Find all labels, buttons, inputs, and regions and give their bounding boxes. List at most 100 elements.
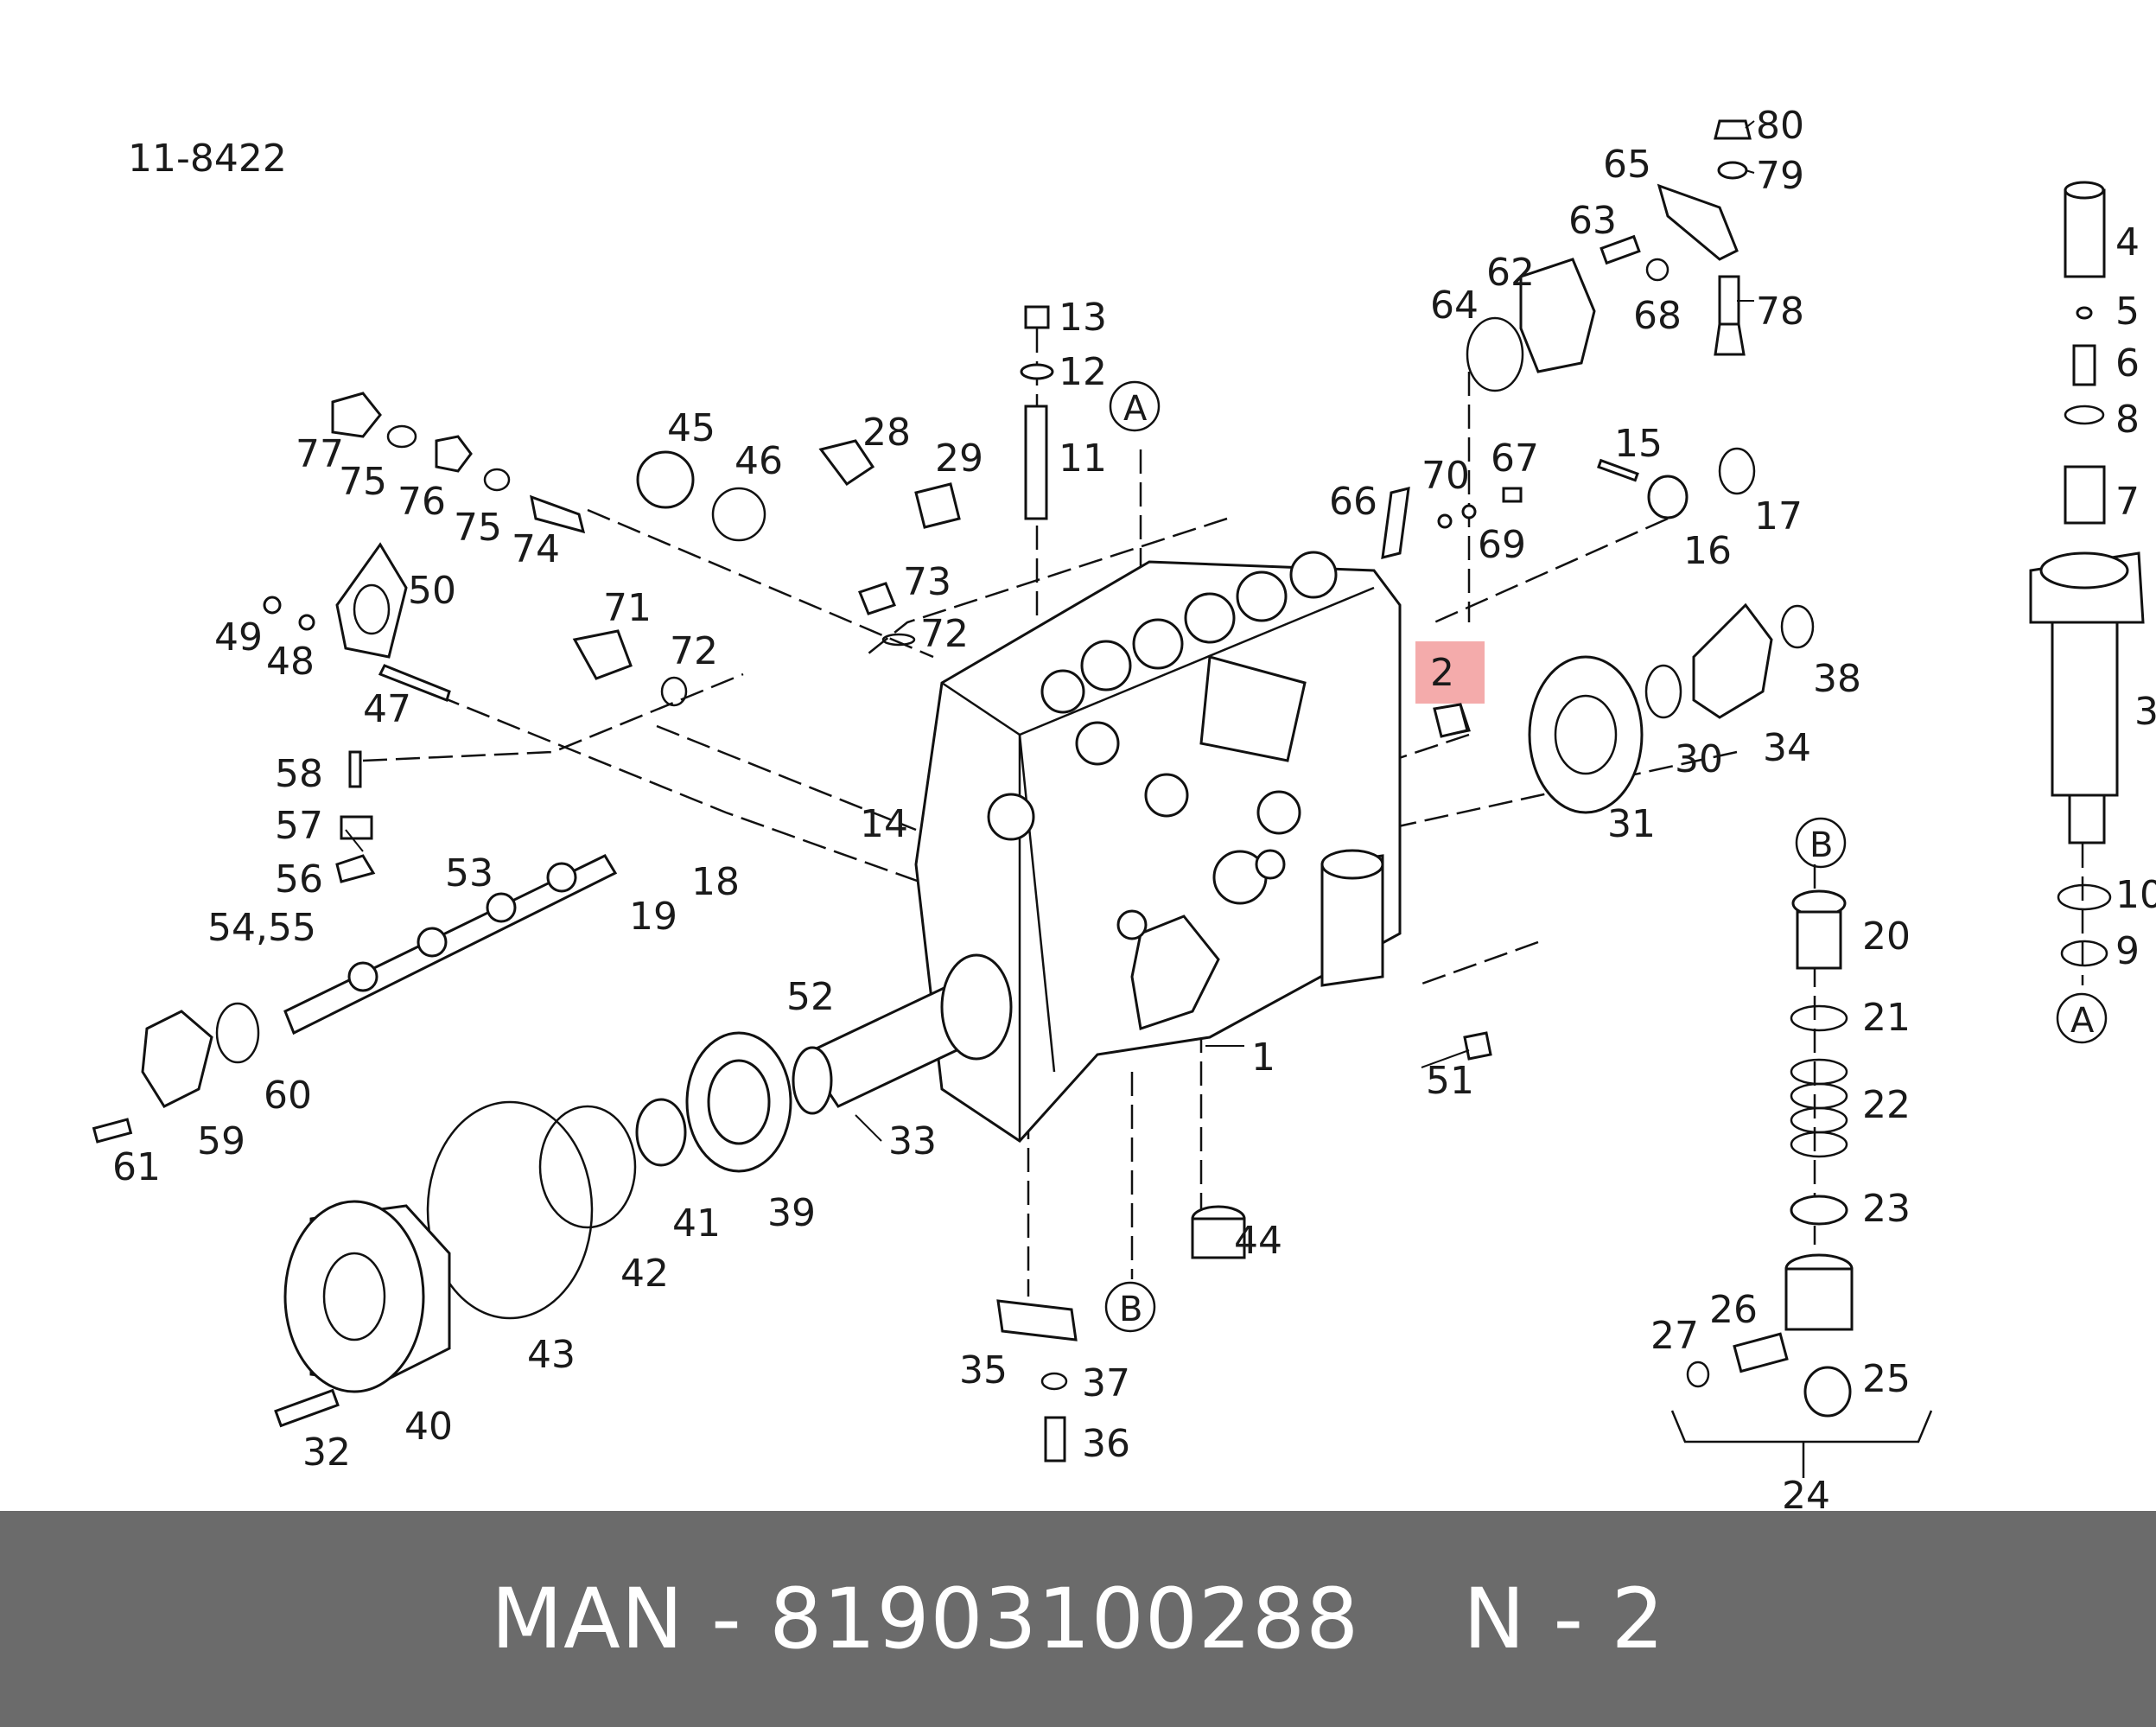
callout-71: 71	[603, 586, 652, 630]
callout-72a: 72	[670, 629, 718, 673]
callout-45: 45	[667, 406, 715, 450]
callout-2: 2	[1430, 651, 1454, 695]
callout-27: 27	[1650, 1314, 1699, 1358]
callout-26: 26	[1709, 1288, 1758, 1332]
callout-75b: 75	[454, 506, 502, 550]
callout-49: 49	[214, 615, 263, 660]
callout-52: 52	[786, 975, 835, 1019]
callout-78: 78	[1756, 290, 1804, 334]
callout-76: 76	[397, 480, 446, 524]
callout-29: 29	[935, 437, 983, 481]
callout-18: 18	[691, 860, 740, 904]
ref-a-right: A	[2070, 1001, 2095, 1041]
footer-bar: MAN - 81903100288 N - 2	[0, 1511, 2156, 1727]
callout-51: 51	[1426, 1059, 1474, 1103]
callout-47: 47	[363, 687, 411, 731]
callout-41: 41	[672, 1201, 721, 1246]
callout-8: 8	[2115, 398, 2140, 442]
callout-50: 50	[408, 569, 456, 613]
callout-9: 9	[2115, 929, 2140, 973]
callout-7: 7	[2115, 480, 2140, 524]
right-side-parts	[1381, 119, 1815, 1061]
callout-17: 17	[1754, 494, 1803, 538]
footer-part-number: MAN - 81903100288	[491, 1571, 1360, 1667]
callout-43: 43	[527, 1333, 576, 1377]
callout-25: 25	[1862, 1357, 1911, 1401]
callout-3: 3	[2134, 690, 2156, 734]
upper-left-parts	[263, 392, 961, 707]
callout-4: 4	[2115, 220, 2140, 264]
callout-12: 12	[1059, 350, 1107, 394]
callout-20: 20	[1862, 914, 1911, 959]
callout-61: 61	[112, 1145, 161, 1189]
stud-assembly	[1020, 305, 1054, 520]
callout-62: 62	[1486, 251, 1535, 295]
bottom-parts	[996, 1205, 1246, 1463]
callout-63: 63	[1568, 199, 1617, 243]
callout-14: 14	[860, 802, 908, 846]
callout-15: 15	[1614, 422, 1663, 466]
pump-housing	[914, 551, 1402, 1143]
callout-36: 36	[1082, 1422, 1130, 1466]
callout-35: 35	[959, 1348, 1008, 1392]
callout-31: 31	[1607, 802, 1656, 846]
callout-23: 23	[1862, 1187, 1911, 1231]
callout-53: 53	[445, 851, 493, 895]
callout-58: 58	[275, 752, 323, 796]
callout-1: 1	[1251, 1036, 1275, 1080]
drawing-number: 11-8422	[128, 137, 287, 181]
callout-44: 44	[1234, 1219, 1282, 1263]
callout-37: 37	[1082, 1361, 1130, 1405]
highlight-box-part-2	[1415, 641, 1485, 704]
callout-10: 10	[2115, 873, 2156, 917]
callout-74: 74	[512, 527, 560, 571]
callout-73: 73	[903, 560, 951, 604]
callout-22: 22	[1862, 1083, 1911, 1127]
callout-28: 28	[862, 411, 911, 455]
callout-39: 39	[767, 1191, 816, 1235]
callout-66: 66	[1329, 480, 1377, 524]
reference-circles	[1104, 380, 2108, 1333]
callout-11: 11	[1059, 437, 1107, 481]
exploded-parts-diagram: 11-8422	[92, 104, 2156, 1511]
callout-57: 57	[275, 804, 323, 848]
callout-5: 5	[2115, 290, 2140, 334]
callout-77: 77	[296, 432, 344, 476]
callout-64: 64	[1430, 284, 1479, 328]
callout-33: 33	[888, 1119, 937, 1163]
callout-75a: 75	[339, 460, 387, 504]
callout-40: 40	[404, 1405, 453, 1449]
callout-79: 79	[1756, 154, 1804, 198]
delivery-valve-column	[2029, 181, 2145, 967]
callout-67: 67	[1491, 437, 1539, 481]
callout-labels: 1 2 3 4 5 6 8 7 10 9 13 12 11 14 15 16 1…	[112, 104, 2156, 1511]
footer-position: N - 2	[1463, 1571, 1665, 1667]
callout-42: 42	[620, 1252, 669, 1296]
element-stack	[1670, 889, 1933, 1478]
callout-38: 38	[1813, 657, 1861, 701]
callout-70: 70	[1421, 454, 1470, 498]
callout-59: 59	[197, 1119, 245, 1163]
callout-30: 30	[1675, 737, 1723, 781]
ref-b-right: B	[1809, 825, 1833, 865]
callout-21: 21	[1862, 996, 1911, 1040]
callout-69: 69	[1478, 523, 1526, 567]
leader-lines	[345, 120, 1755, 1142]
callout-19: 19	[629, 895, 677, 939]
callout-48: 48	[266, 640, 315, 684]
callout-80: 80	[1756, 104, 1804, 148]
callout-32: 32	[302, 1431, 351, 1475]
callout-13: 13	[1059, 296, 1107, 340]
ref-b-bottom: B	[1119, 1290, 1142, 1329]
callout-56: 56	[275, 857, 323, 902]
camshaft	[274, 953, 1013, 1428]
callout-34: 34	[1763, 726, 1811, 770]
callout-65: 65	[1603, 143, 1651, 187]
callout-24: 24	[1782, 1474, 1830, 1511]
ref-a-top: A	[1123, 389, 1148, 429]
callout-16: 16	[1683, 529, 1732, 573]
callout-60: 60	[264, 1074, 312, 1118]
callout-6: 6	[2115, 341, 2140, 386]
footer-text: MAN - 81903100288 N - 2	[0, 1511, 2156, 1727]
callout-72b: 72	[920, 612, 969, 656]
